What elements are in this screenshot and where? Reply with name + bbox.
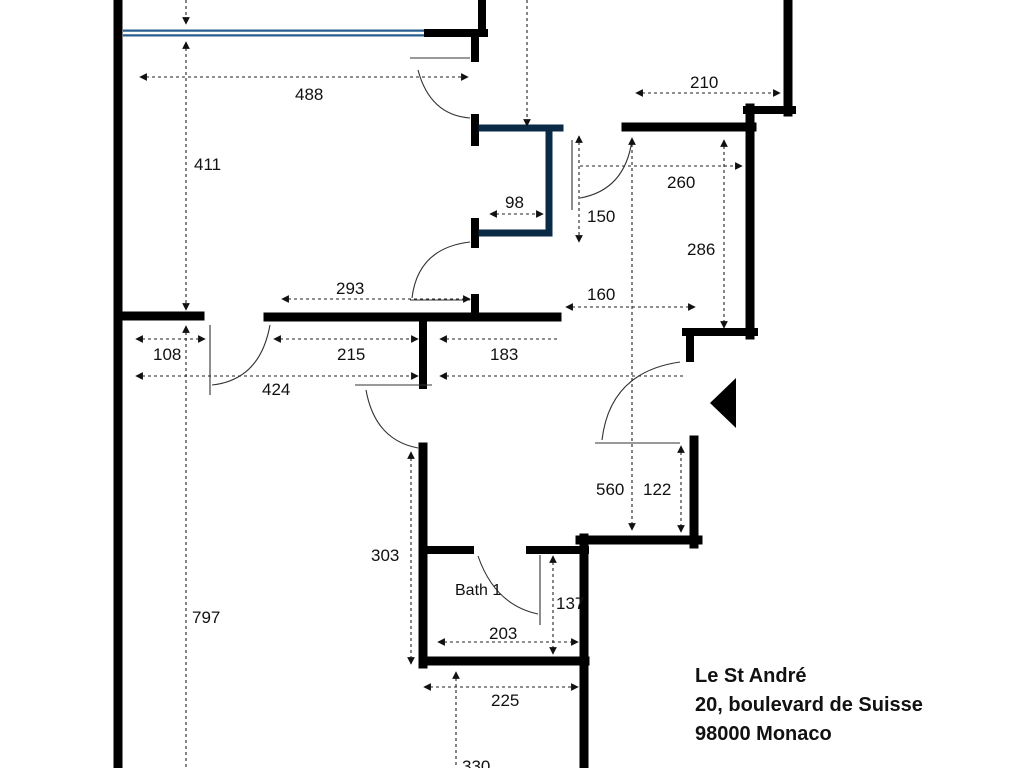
room-label-bath1: Bath 1 — [455, 582, 501, 599]
dim-label-210: 210 — [690, 73, 718, 92]
dim-label-203: 203 — [489, 624, 517, 643]
address-street: 20, boulevard de Suisse — [695, 694, 923, 716]
dim-label-150: 150 — [587, 207, 615, 226]
address-city: 98000 Monaco — [695, 723, 832, 745]
dim-label-137: 137 — [556, 594, 584, 613]
dimension-labels: 488 411 210 260 150 98 286 293 160 108 2… — [153, 73, 718, 768]
door-arc-top — [410, 57, 471, 119]
dim-label-560: 560 — [596, 480, 624, 499]
dim-label-488: 488 — [295, 85, 323, 104]
door-arc-left-room — [209, 324, 271, 395]
dimension-lines — [135, 0, 781, 768]
doors — [209, 57, 681, 625]
dim-label-225: 225 — [491, 691, 519, 710]
walls — [113, 0, 796, 768]
dim-label-183: 183 — [490, 345, 518, 364]
dim-label-424: 424 — [262, 380, 290, 399]
address-building: Le St André — [695, 665, 807, 687]
dim-label-160: 160 — [587, 285, 615, 304]
door-arc-bath — [477, 555, 541, 625]
dim-label-411: 411 — [194, 155, 221, 174]
dim-label-797: 797 — [192, 608, 220, 627]
dim-label-293: 293 — [336, 279, 364, 298]
dim-label-330: 330 — [462, 757, 490, 768]
door-arc-mid-room — [355, 384, 432, 449]
dim-label-98: 98 — [505, 193, 524, 212]
door-arc-closet — [410, 241, 471, 301]
dim-label-303: 303 — [371, 546, 399, 565]
dim-label-215: 215 — [337, 345, 365, 364]
closet-wall — [478, 124, 564, 237]
door-arc-entry — [595, 361, 681, 444]
dim-label-122: 122 — [643, 480, 671, 499]
dim-label-108: 108 — [153, 345, 181, 364]
dim-label-286: 286 — [687, 240, 715, 259]
door-arc-corridor — [571, 139, 633, 210]
dim-label-260: 260 — [667, 173, 695, 192]
address-block: Le St André 20, boulevard de Suisse 9800… — [695, 662, 923, 749]
entrance-arrow-icon — [710, 378, 736, 428]
